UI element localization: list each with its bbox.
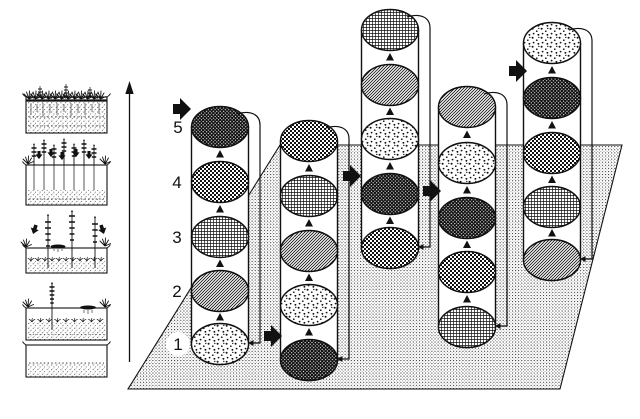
succession-panel xyxy=(20,81,134,378)
submerged-stems xyxy=(33,165,95,196)
succession-stage-4-dense-emergents xyxy=(22,138,111,206)
succession-stage-2-first-plants xyxy=(22,282,111,341)
seral-column-2 xyxy=(279,119,350,382)
stage-ellipse-level-5 xyxy=(279,338,339,382)
down-arrow-icon xyxy=(47,149,55,158)
mat-grass-row xyxy=(23,90,107,100)
down-arrow-icon xyxy=(85,151,93,160)
down-arrow-icon xyxy=(58,152,66,161)
level-1-knockout-circle xyxy=(166,332,190,356)
succession-stage-1-empty-basin xyxy=(22,341,111,378)
shore-tuft-icon xyxy=(22,155,34,165)
seral-column-4 xyxy=(437,85,508,349)
stage-ellipse-level-3 xyxy=(437,305,497,349)
succession-axis-arrow xyxy=(125,81,134,362)
stage-ellipse-level-1 xyxy=(522,21,582,65)
level-label-5: 5 xyxy=(173,118,182,137)
stage-ellipse-level-4 xyxy=(279,119,339,163)
transition-arrow-into-column-1 xyxy=(173,98,191,120)
stage-ellipse-level-2 xyxy=(360,63,420,107)
succession-stage-3-emergents xyxy=(20,210,111,274)
root-lines xyxy=(30,103,100,116)
seral-column-3 xyxy=(360,8,431,270)
ground-plane xyxy=(127,144,623,390)
stage-ellipse-level-3 xyxy=(190,215,250,259)
stage-ellipse-level-3 xyxy=(522,185,582,229)
stage-ellipse-level-2 xyxy=(522,238,582,282)
stage-ellipse-level-3 xyxy=(279,174,339,218)
feedback-loop-arrow xyxy=(568,27,593,262)
transition-arrow-3-to-4 xyxy=(423,180,441,202)
shore-tuft-icon xyxy=(22,298,34,308)
stage-ellipse-level-1 xyxy=(437,141,497,185)
shore-tuft-icon xyxy=(99,298,111,308)
feedback-loop-arrow xyxy=(236,111,261,346)
succession-stage-5-closed-mat xyxy=(22,84,111,134)
stage-ellipse-level-2 xyxy=(279,229,339,273)
transition-arrow-4-to-5 xyxy=(509,60,527,82)
feedback-loop-arrow xyxy=(325,125,350,362)
emergent-spike-plants xyxy=(45,210,98,268)
stage-ellipse-level-1 xyxy=(360,117,420,161)
transition-arrow-2-to-3 xyxy=(343,165,361,187)
shore-tuft-icon xyxy=(99,155,111,165)
stage-ellipse-level-2 xyxy=(437,85,497,129)
stage-ellipse-level-4 xyxy=(360,226,420,270)
level-labels: 5 4 3 2 1 xyxy=(166,118,190,356)
feedback-loop-arrow xyxy=(483,91,508,329)
seral-column-5 xyxy=(522,21,593,282)
shore-tuft-icon xyxy=(99,237,111,247)
down-arrow-icon xyxy=(29,223,40,236)
shore-tuft-icon xyxy=(20,238,32,248)
feedback-loop-arrow xyxy=(406,14,431,250)
transition-arrow-1-to-2 xyxy=(264,325,282,347)
level-label-3: 3 xyxy=(172,228,181,247)
floating-mat xyxy=(80,305,96,314)
down-arrow-icon xyxy=(97,223,108,236)
stage-ellipse-level-4 xyxy=(522,131,582,175)
floating-mat xyxy=(50,244,66,252)
level-label-1: 1 xyxy=(173,335,182,354)
down-arrow-icon xyxy=(35,151,43,160)
seral-column-1 xyxy=(190,105,261,366)
stage-ellipse-level-5 xyxy=(522,76,582,120)
emergent-spike-plant xyxy=(49,282,55,330)
level-label-4: 4 xyxy=(172,173,181,192)
stage-ellipse-level-5 xyxy=(437,196,497,240)
level-label-2: 2 xyxy=(172,282,181,301)
stage-ellipse-level-3 xyxy=(360,8,420,52)
stage-ellipse-level-4 xyxy=(437,250,497,294)
stage-ellipse-level-5 xyxy=(360,172,420,216)
stage-ellipse-level-4 xyxy=(190,160,250,204)
emergent-spike-plants xyxy=(31,138,97,165)
tall-stems xyxy=(38,84,92,98)
stage-ellipse-level-1 xyxy=(190,322,250,366)
stage-ellipse-level-2 xyxy=(190,269,250,313)
stage-ellipse-level-1 xyxy=(279,283,339,327)
stage-ellipse-level-5 xyxy=(190,105,250,149)
